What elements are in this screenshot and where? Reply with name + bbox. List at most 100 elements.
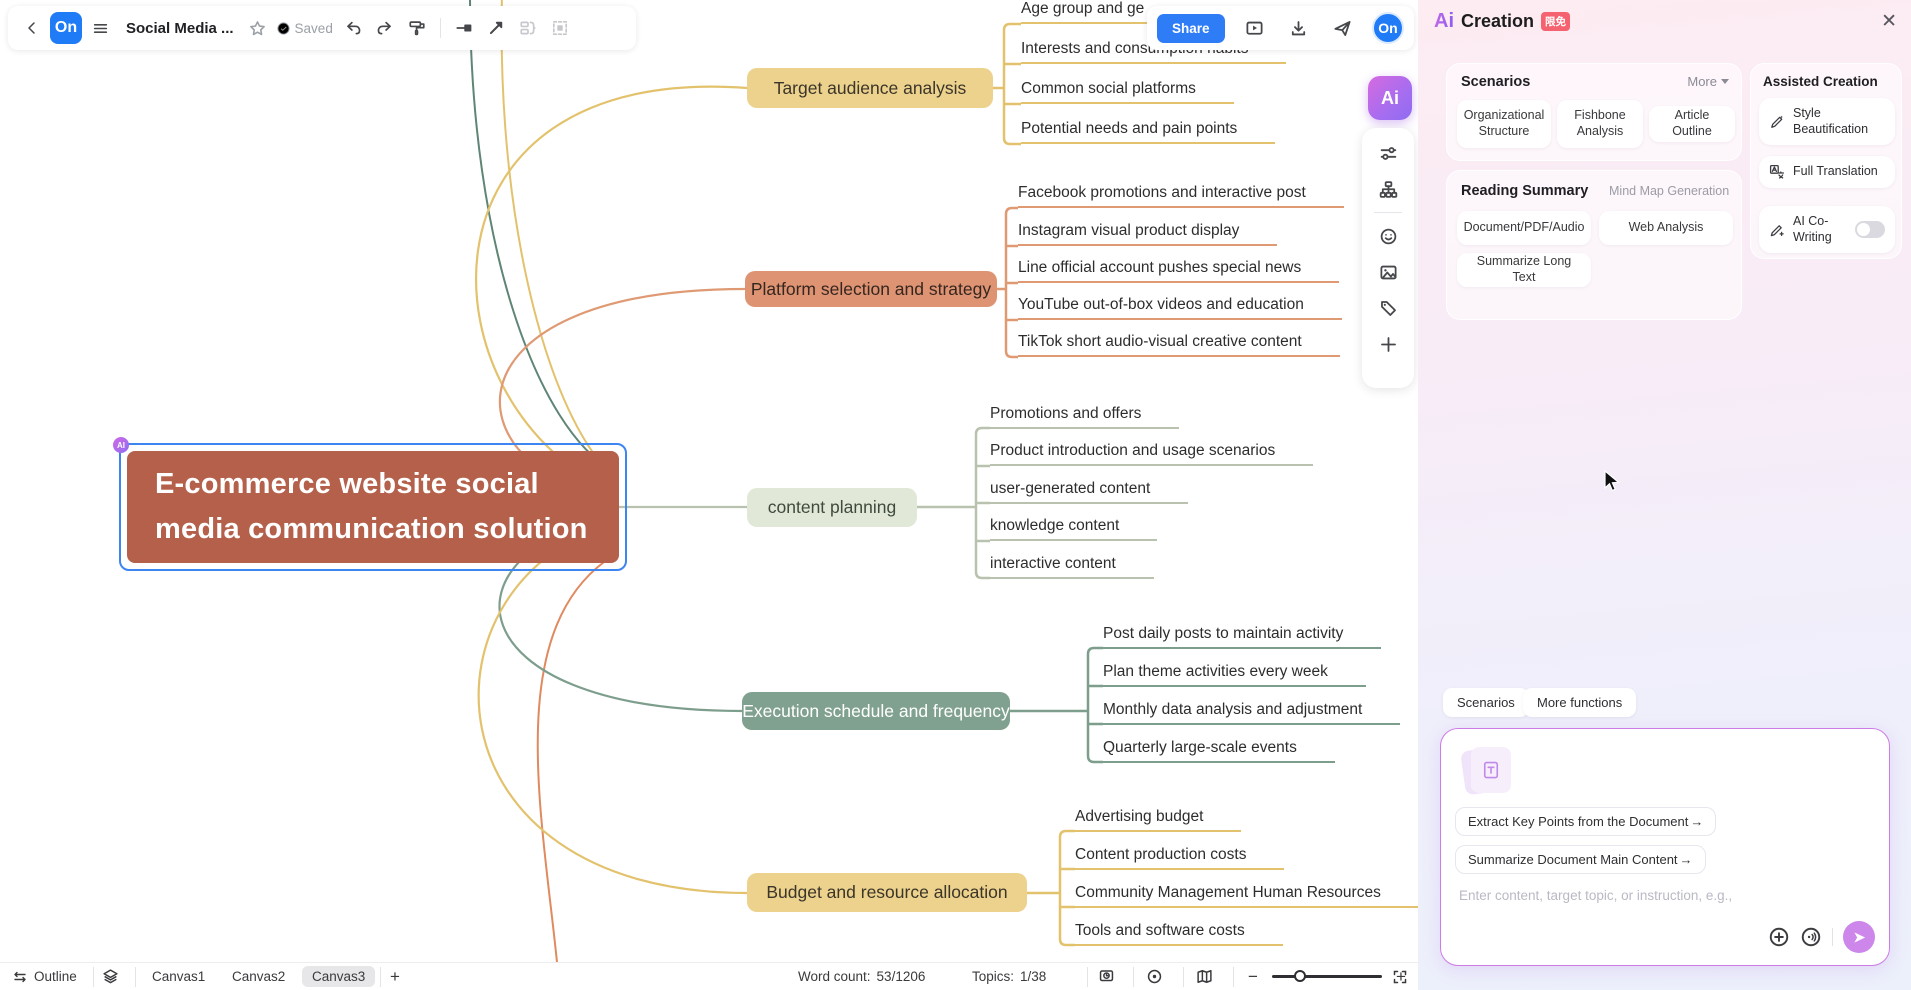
topic-node[interactable]: Product introduction and usage scenarios [990,429,1314,466]
image-icon[interactable] [1372,257,1404,287]
topic-node[interactable]: TikTok short audio-visual creative conte… [1018,320,1344,358]
footer-tab-more-functions[interactable]: More functions [1523,688,1637,717]
topic-node[interactable]: Age group and ge [1021,0,1286,24]
undo-icon[interactable] [339,14,367,42]
structure-icon[interactable] [1372,174,1404,204]
topic-node[interactable]: YouTube out-of-box videos and education [1018,283,1344,320]
tag-icon[interactable] [1372,293,1404,323]
branch-content-planning[interactable]: content planning [747,488,917,527]
minimap-icon[interactable] [1196,963,1213,990]
user-avatar[interactable]: On [1371,12,1404,44]
ai-co-writing-toggle[interactable] [1855,221,1885,239]
tab-reading-summary[interactable]: Reading Summary [1461,183,1589,199]
central-topic[interactable]: E-commerce website social media communic… [127,451,619,563]
topic-node[interactable]: interactive content [990,541,1313,579]
close-icon[interactable]: ✕ [1881,11,1897,32]
topic-node[interactable]: Facebook promotions and interactive post [1018,171,1344,209]
topic-node[interactable]: Content production costs [1075,832,1419,870]
ai-assistant-button[interactable]: Ai [1368,76,1412,120]
branch-execution-schedule[interactable]: Execution schedule and frequency [742,692,1010,730]
topic-node[interactable]: Plan theme activities every week [1103,649,1400,687]
topic-node[interactable]: knowledge content [990,504,1313,541]
suggestion-extract-key-points[interactable]: Extract Key Points from the Document→ [1455,807,1717,836]
topic-node[interactable]: Promotions and offers [990,391,1313,429]
topic-node[interactable]: Instagram visual product display [1018,208,1344,246]
style-beautification-button[interactable]: Style Beautification [1759,98,1895,146]
add-icon[interactable] [1372,329,1404,359]
children-content-planning: Promotions and offers Product introducti… [990,391,1314,579]
ai-composer[interactable]: Extract Key Points from the Document→ Su… [1440,728,1890,966]
back-icon[interactable] [18,14,46,42]
topic-node[interactable]: Common social platforms [1021,64,1286,104]
divider [135,966,136,987]
ai-topic-badge[interactable]: AI [113,437,129,453]
panel-header: Ai Creation 限免 [1434,10,1571,33]
canvas-bottom-bar: Outline Canvas1 Canvas2 Canvas3 + Word c… [0,962,1418,990]
ai-co-writing-toggle-item[interactable]: AI Co-Writing [1759,206,1895,254]
zoom-slider[interactable] [1272,963,1382,990]
download-icon[interactable] [1284,14,1312,42]
emoji-icon[interactable] [1372,221,1404,251]
topic-node[interactable]: user-generated content [990,466,1313,504]
branch-platform-selection[interactable]: Platform selection and strategy [745,271,997,307]
zoom-in-button[interactable]: + [1396,966,1406,986]
fullscreen-icon[interactable] [1392,963,1408,990]
tab-mind-map-generation[interactable]: Mind Map Generation [1609,184,1730,198]
branch-budget-allocation[interactable]: Budget and resource allocation [747,873,1027,912]
add-canvas-button[interactable]: + [390,966,400,986]
format-painter-icon[interactable] [403,14,431,42]
scenario-chip-org-structure[interactable]: Organizational Structure [1457,100,1551,148]
send-share-icon[interactable] [1328,14,1356,42]
scenario-chip-article-outline[interactable]: Article Outline [1649,106,1735,142]
zoom-out-button[interactable]: − [1248,966,1258,986]
topic-node[interactable]: Line official account pushes special new… [1018,246,1344,283]
mindmap-canvas[interactable]: E-commerce website social media communic… [0,0,1420,990]
topic-node[interactable]: Monthly data analysis and adjustment [1103,687,1401,725]
document-title[interactable]: Social Media ... [126,19,234,37]
arrow-tool-icon[interactable] [482,14,510,42]
full-translation-button[interactable]: Full Translation [1759,156,1895,188]
footer-tab-scenarios[interactable]: Scenarios [1443,688,1529,717]
style-sliders-icon[interactable] [1372,138,1404,168]
suggestion-summarize-content[interactable]: Summarize Document Main Content→ [1455,845,1706,874]
canvas-tab-2[interactable]: Canvas2 [232,969,286,984]
reading-chip-web-analysis[interactable]: Web Analysis [1599,211,1733,245]
divider [1133,966,1134,987]
summary-brace-icon[interactable] [514,14,542,42]
relation-line-icon[interactable] [450,14,478,42]
slideshow-icon[interactable] [1098,963,1115,990]
canvas-tab-3-active[interactable]: Canvas3 [302,966,376,987]
topics-count: Topics:1/38 [972,969,1047,984]
topic-node[interactable]: Potential needs and pain points [1021,104,1286,144]
menu-icon[interactable] [86,14,114,42]
locate-center-icon[interactable] [1146,963,1163,990]
send-button[interactable] [1843,921,1875,953]
outline-toggle[interactable]: Outline [12,963,77,990]
topic-node[interactable]: Quarterly large-scale events [1103,725,1400,763]
layers-icon[interactable] [102,963,119,990]
redo-icon[interactable] [371,14,399,42]
save-status: Saved [276,21,333,36]
share-toolbar: Share On [1147,6,1414,50]
scenario-chip-fishbone[interactable]: Fishbone Analysis [1557,100,1643,148]
zoom-slider-knob[interactable] [1294,969,1306,982]
reading-chip-summarize-long-text[interactable]: Summarize Long Text [1457,253,1591,287]
scenarios-more-button[interactable]: More [1687,74,1729,89]
topic-node[interactable]: Tools and software costs [1075,908,1419,946]
composer-input[interactable] [1457,887,1857,904]
branch-target-audience[interactable]: Target audience analysis [747,68,993,108]
marquee-select-icon[interactable] [546,14,574,42]
reading-chip-document[interactable]: Document/PDF/Audio [1457,211,1591,245]
favorite-star-icon[interactable] [244,14,272,42]
divider [93,966,94,987]
present-icon[interactable] [1240,14,1268,42]
voice-input-icon[interactable] [1800,926,1822,948]
attach-plus-icon[interactable] [1768,926,1790,948]
canvas-tab-1[interactable]: Canvas1 [152,969,206,984]
topic-node[interactable]: Post daily posts to maintain activity [1103,611,1400,649]
share-button[interactable]: Share [1157,13,1225,43]
app-logo[interactable]: On [50,12,82,44]
topic-node[interactable]: Community Management Human Resources [1075,870,1419,908]
topic-node[interactable]: Advertising budget [1075,794,1419,832]
limited-free-badge: 限免 [1541,12,1571,31]
